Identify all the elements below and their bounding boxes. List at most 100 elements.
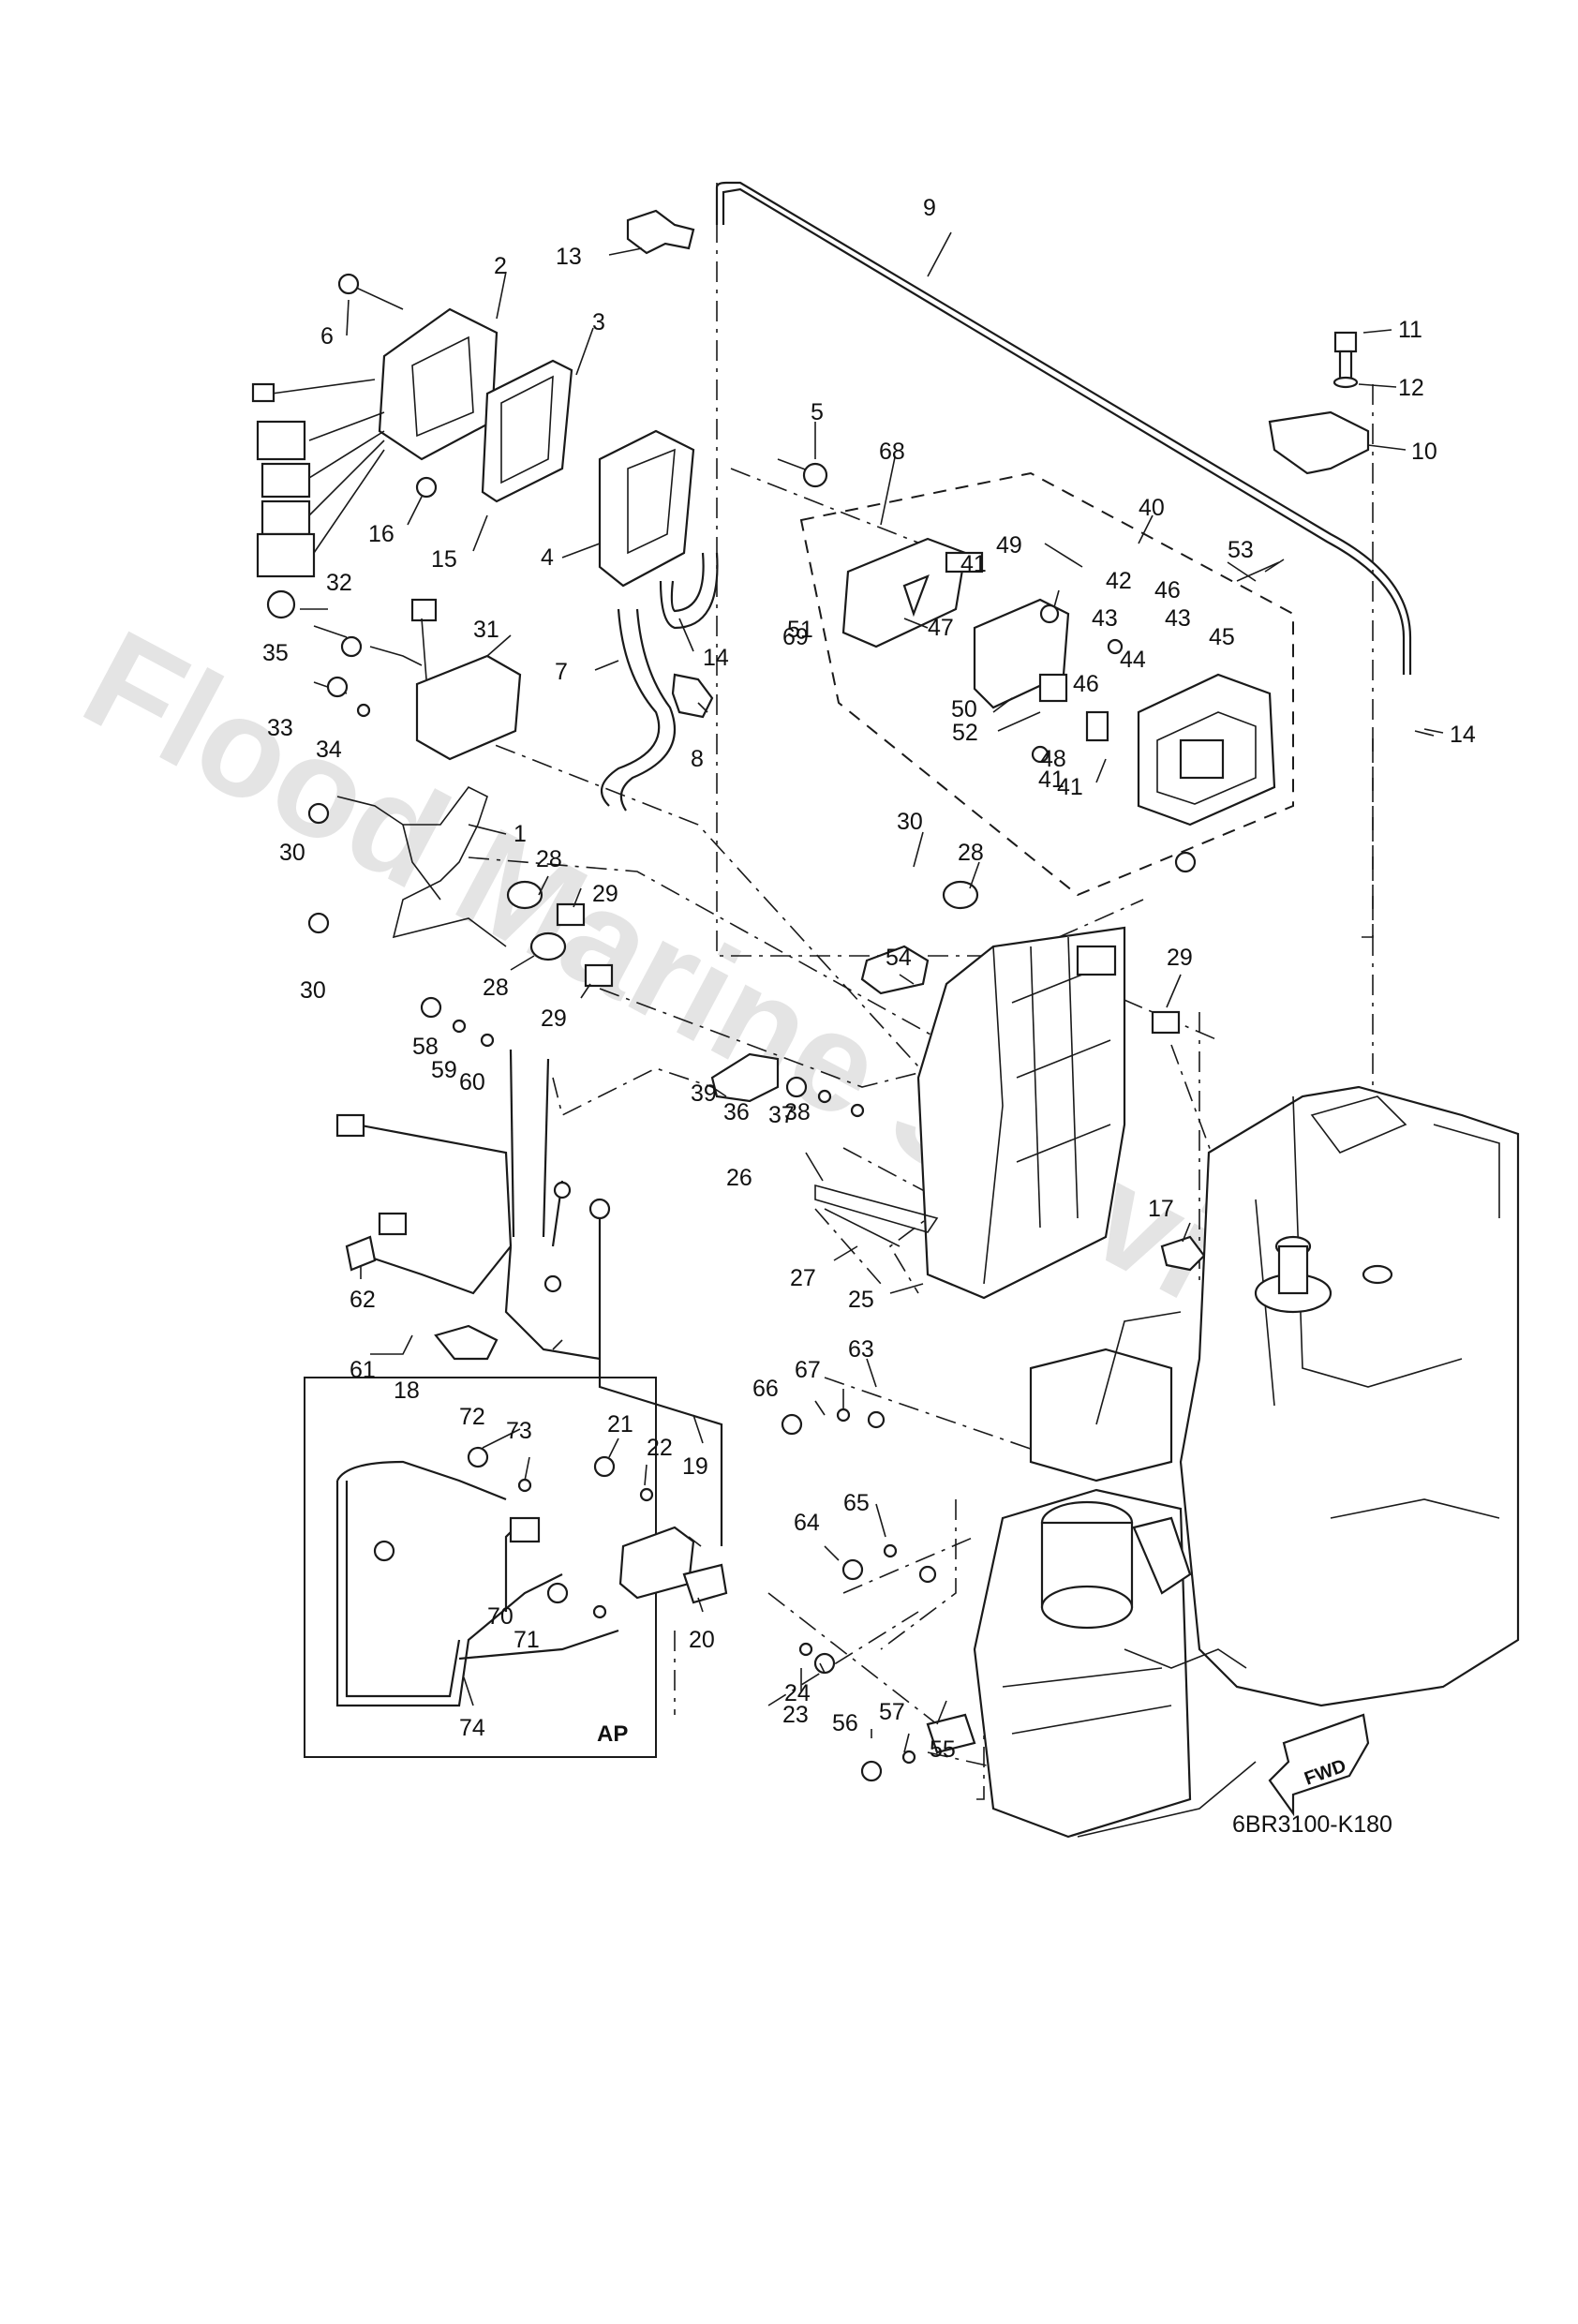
callout: 41: [1057, 774, 1083, 800]
callout: 51: [787, 617, 813, 643]
callout: 29: [1167, 945, 1193, 971]
callout: 70: [487, 1603, 514, 1630]
wire-harness: [335, 1049, 723, 1546]
callout: 9: [923, 195, 936, 221]
callout: 43: [1165, 605, 1191, 632]
callout: 19: [682, 1453, 708, 1480]
callout: 38: [784, 1099, 811, 1125]
hardware: [307, 476, 1197, 1782]
callout: 49: [996, 532, 1022, 559]
callout: 44: [1120, 647, 1146, 673]
callout-leaders: [300, 231, 1444, 1753]
callout: 28: [483, 975, 509, 1001]
callout: 45: [1209, 624, 1235, 650]
callout: 8: [691, 746, 704, 772]
callout: 50: [951, 696, 977, 723]
callout: 18: [394, 1378, 420, 1404]
callout: 28: [958, 840, 984, 866]
relay-19: [618, 1526, 695, 1600]
callout: 67: [795, 1357, 821, 1383]
fwd-arrow: FWD: [1268, 1713, 1370, 1817]
callout: 41: [1038, 767, 1064, 793]
callouts: 1 2 3 4 5 6 7 8 9 10 11 12 13 14 14 15 1…: [262, 195, 1476, 1763]
callout: 72: [459, 1404, 485, 1430]
callout: 30: [897, 809, 923, 835]
callout: 14: [1450, 722, 1476, 748]
callout: 73: [506, 1418, 532, 1444]
callout: 60: [459, 1069, 485, 1095]
callout: 31: [473, 617, 499, 643]
callout: 5: [811, 399, 824, 425]
ap-box: [304, 1377, 657, 1758]
callout: 46: [1154, 577, 1181, 603]
callout: 52: [952, 720, 978, 746]
ecu-40: [1137, 673, 1276, 827]
callout: 48: [1040, 746, 1066, 772]
callout: 57: [879, 1699, 905, 1725]
callout: 32: [326, 570, 352, 596]
callout: 10: [1411, 439, 1437, 465]
callout: 37: [768, 1102, 795, 1128]
callout: 30: [279, 840, 305, 866]
callout: 27: [790, 1265, 816, 1291]
callout: 26: [726, 1165, 752, 1191]
callout: 61: [350, 1357, 376, 1383]
rectifier-regulator: [251, 307, 499, 578]
callout: 6: [320, 323, 334, 350]
callout: 39: [691, 1080, 717, 1107]
callout: 13: [556, 244, 582, 270]
gasket-3: [481, 359, 573, 503]
callout: 28: [536, 846, 562, 872]
callout: 29: [592, 881, 618, 907]
callout: 20: [689, 1627, 715, 1653]
callout: 62: [350, 1287, 376, 1313]
callout: 64: [794, 1510, 820, 1536]
callout: 17: [1148, 1196, 1174, 1222]
callout: 69: [782, 624, 809, 650]
ecu-group-frame: [799, 471, 1294, 897]
hose-7: [600, 608, 661, 807]
callout: 1: [514, 821, 527, 847]
callout: 30: [300, 977, 326, 1004]
callout: 16: [368, 521, 394, 547]
callout: 71: [514, 1627, 540, 1653]
callout: 58: [412, 1034, 439, 1060]
callout: 12: [1398, 375, 1424, 401]
plate-4: [598, 429, 695, 588]
callout: 2: [494, 253, 507, 279]
bracket-10: [1268, 410, 1370, 475]
callout: 43: [1092, 605, 1118, 632]
callout: 7: [555, 659, 568, 685]
callout: 36: [723, 1099, 750, 1125]
callout: 14: [703, 645, 729, 671]
callout: 53: [1228, 537, 1254, 563]
callout: 29: [541, 1006, 567, 1032]
tube-9: [715, 181, 1412, 675]
elbow-39: [710, 1052, 780, 1103]
callout: 56: [832, 1710, 858, 1736]
callout: 3: [592, 309, 605, 335]
reference-code: 6BR3100-K180: [1232, 1811, 1392, 1838]
callout: 66: [752, 1376, 779, 1402]
callout: 47: [928, 615, 954, 641]
callout: 25: [848, 1287, 874, 1313]
engine-block: [973, 1085, 1520, 1839]
ecu-bracket-25: [916, 926, 1126, 1300]
callout: 34: [316, 737, 342, 763]
callout: 21: [607, 1411, 633, 1438]
callout: 11: [1398, 317, 1422, 343]
callout: 15: [431, 546, 457, 573]
callout: 33: [267, 715, 293, 741]
callout: 46: [1073, 671, 1099, 697]
callout: 42: [1106, 568, 1132, 594]
callout: 40: [1139, 495, 1165, 521]
callout: 59: [431, 1057, 457, 1083]
ap-label: AP: [597, 1721, 628, 1747]
callout: 65: [843, 1490, 870, 1516]
callout: 22: [647, 1435, 673, 1461]
callout: 74: [459, 1715, 485, 1741]
callout: 35: [262, 640, 289, 666]
callout: 54: [886, 945, 912, 971]
callout: 41: [960, 551, 987, 577]
